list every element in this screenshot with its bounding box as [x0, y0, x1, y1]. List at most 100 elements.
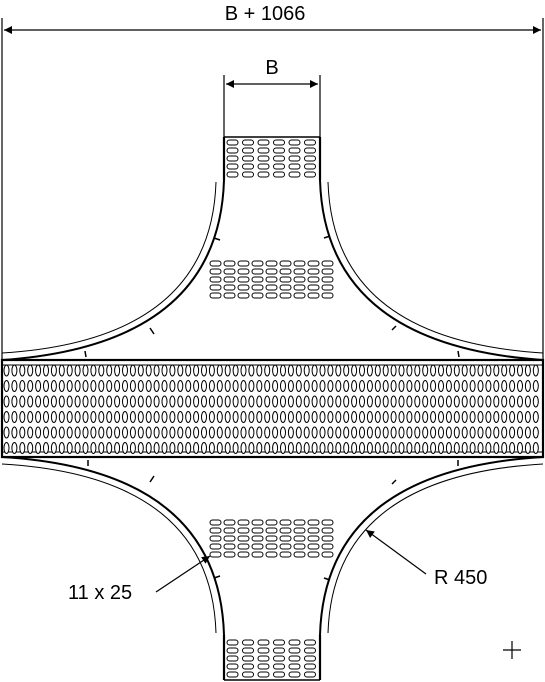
perforation-slot — [129, 395, 136, 408]
perforation-slot — [3, 395, 10, 408]
perforation-slot — [153, 364, 160, 377]
perforation-slot — [295, 411, 302, 423]
perforation-slot — [223, 543, 236, 550]
perforation-slot — [201, 426, 207, 439]
perforation-slot — [251, 527, 264, 534]
perforation-slots-upper-branch — [209, 260, 334, 299]
perforation-slot — [327, 395, 334, 408]
perforation-slot — [242, 171, 254, 178]
perforation-slot — [453, 426, 460, 439]
perforation-slot — [430, 380, 437, 392]
perforation-slot — [223, 260, 236, 267]
perforation-slot — [438, 395, 444, 408]
perforation-slots-main-band — [3, 364, 539, 454]
perforation-slot — [351, 380, 358, 392]
perforation-slot — [129, 411, 136, 423]
perforation-slot — [438, 380, 444, 392]
perforation-slot — [279, 260, 292, 267]
perforation-slot — [485, 411, 492, 423]
perforation-slot — [248, 380, 255, 392]
perforation-slot — [106, 395, 113, 408]
perforation-slot — [272, 442, 279, 454]
perforation-slot — [35, 411, 42, 423]
perforation-slot — [335, 442, 342, 454]
perforation-slot — [273, 655, 285, 662]
perforation-slot — [493, 411, 500, 423]
perforation-slot — [461, 380, 468, 392]
perforation-slot — [3, 411, 10, 423]
perforation-slot — [279, 292, 292, 299]
perforation-slot — [224, 426, 231, 439]
perforation-slot — [321, 543, 334, 550]
perforation-slot — [321, 276, 334, 283]
perforation-slot — [208, 395, 215, 408]
perforation-slot — [66, 395, 73, 408]
perforation-slot — [232, 426, 239, 439]
perforation-slot — [327, 411, 334, 423]
perforation-slot — [414, 364, 421, 377]
perforation-slot — [216, 426, 223, 439]
perforation-slot — [327, 442, 334, 454]
perforation-slot — [532, 442, 539, 454]
perforation-slot — [422, 364, 429, 377]
perforation-slot — [145, 395, 152, 408]
perforation-slot — [351, 442, 358, 454]
perforation-slot — [517, 426, 523, 439]
perforation-slot — [501, 442, 508, 454]
perforation-slot — [524, 364, 531, 377]
perforation-slot — [430, 395, 437, 408]
perforation-slot — [122, 364, 128, 377]
perforation-slot — [35, 442, 42, 454]
perforation-slot — [223, 276, 236, 283]
perforation-slot — [509, 426, 516, 439]
perforation-slot — [226, 171, 239, 178]
perforation-slot — [382, 395, 389, 408]
perforation-slot — [216, 442, 223, 454]
perforation-slot — [382, 442, 389, 454]
perforation-slot — [242, 639, 254, 646]
perforation-slot — [485, 426, 492, 439]
perforation-slot — [288, 663, 301, 670]
perforation-slot — [509, 380, 516, 392]
perforation-slot — [390, 411, 397, 423]
perforation-slot — [524, 380, 531, 392]
perforation-slot — [406, 395, 413, 408]
perforation-slot — [226, 163, 239, 170]
branch-width-label: B — [265, 57, 278, 79]
perforation-slot — [524, 442, 531, 454]
perforation-slot — [280, 395, 286, 408]
perforation-slot — [177, 411, 184, 423]
perforation-slot — [288, 647, 301, 654]
perforation-slot — [257, 163, 270, 170]
perforation-slot — [493, 395, 500, 408]
perforation-slot — [485, 442, 492, 454]
perforation-slot — [311, 411, 318, 423]
perforation-slot — [390, 364, 397, 377]
perforation-slot — [273, 663, 285, 670]
perforation-slot — [469, 395, 476, 408]
perforation-slot — [280, 426, 286, 439]
perforation-slot — [161, 442, 168, 454]
perforation-slot — [251, 543, 264, 550]
perforation-slot — [304, 647, 316, 654]
perforation-slot — [374, 364, 381, 377]
perforation-slot — [265, 284, 278, 291]
perforation-slot — [209, 519, 222, 526]
perforation-slot — [374, 411, 381, 423]
perforation-slot — [288, 671, 301, 678]
perforation-slot — [343, 442, 350, 454]
perforation-slot — [445, 395, 452, 408]
perforation-slot — [257, 639, 270, 646]
perforation-slot — [445, 380, 452, 392]
perforation-slot — [208, 380, 215, 392]
perforation-slot — [321, 527, 334, 534]
perforation-slot — [248, 395, 255, 408]
perforation-slot — [237, 543, 250, 550]
perforation-slot — [279, 284, 292, 291]
perforation-slot — [19, 411, 26, 423]
perforation-slot — [273, 171, 285, 178]
perforation-slot — [209, 535, 222, 542]
perforation-slot — [232, 411, 239, 423]
perforation-slot — [35, 395, 42, 408]
perforation-slot — [264, 442, 271, 454]
